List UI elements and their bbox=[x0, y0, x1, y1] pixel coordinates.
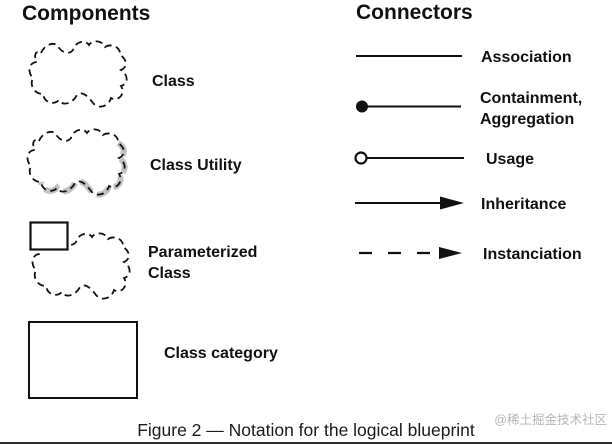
parameter-box bbox=[29, 221, 69, 251]
inheritance-label: Inheritance bbox=[481, 196, 567, 213]
components-heading: Components bbox=[22, 2, 151, 25]
class-utility-label: Class Utility bbox=[150, 157, 242, 174]
containment-line-icon bbox=[356, 100, 461, 113]
instanciation-label: Instanciation bbox=[483, 246, 582, 263]
class-category-label: Class category bbox=[164, 345, 278, 362]
association-line-icon bbox=[356, 55, 462, 57]
watermark: @稀土掘金技术社区 bbox=[494, 413, 607, 427]
class-cloud-icon bbox=[28, 40, 128, 108]
connectors-heading: Connectors bbox=[356, 1, 473, 24]
instanciation-arrow-icon bbox=[359, 247, 462, 259]
class-utility-cloud-icon bbox=[26, 128, 128, 198]
association-label: Association bbox=[481, 49, 572, 66]
bottom-divider bbox=[0, 442, 612, 444]
parameterized-class-label: Parameterized Class bbox=[148, 244, 258, 282]
class-category-rectangle-icon bbox=[28, 321, 138, 399]
inheritance-arrow-icon bbox=[355, 196, 464, 210]
containment-aggregation-label: Containment, Aggregation bbox=[480, 90, 583, 128]
class-label: Class bbox=[152, 73, 195, 90]
figure-caption: Figure 2 — Notation for the logical blue… bbox=[137, 420, 475, 440]
class-utility-shadow bbox=[38, 140, 128, 198]
usage-label: Usage bbox=[486, 151, 535, 168]
usage-line-icon bbox=[354, 151, 464, 165]
parameterized-class-cloud-icon bbox=[29, 221, 131, 300]
